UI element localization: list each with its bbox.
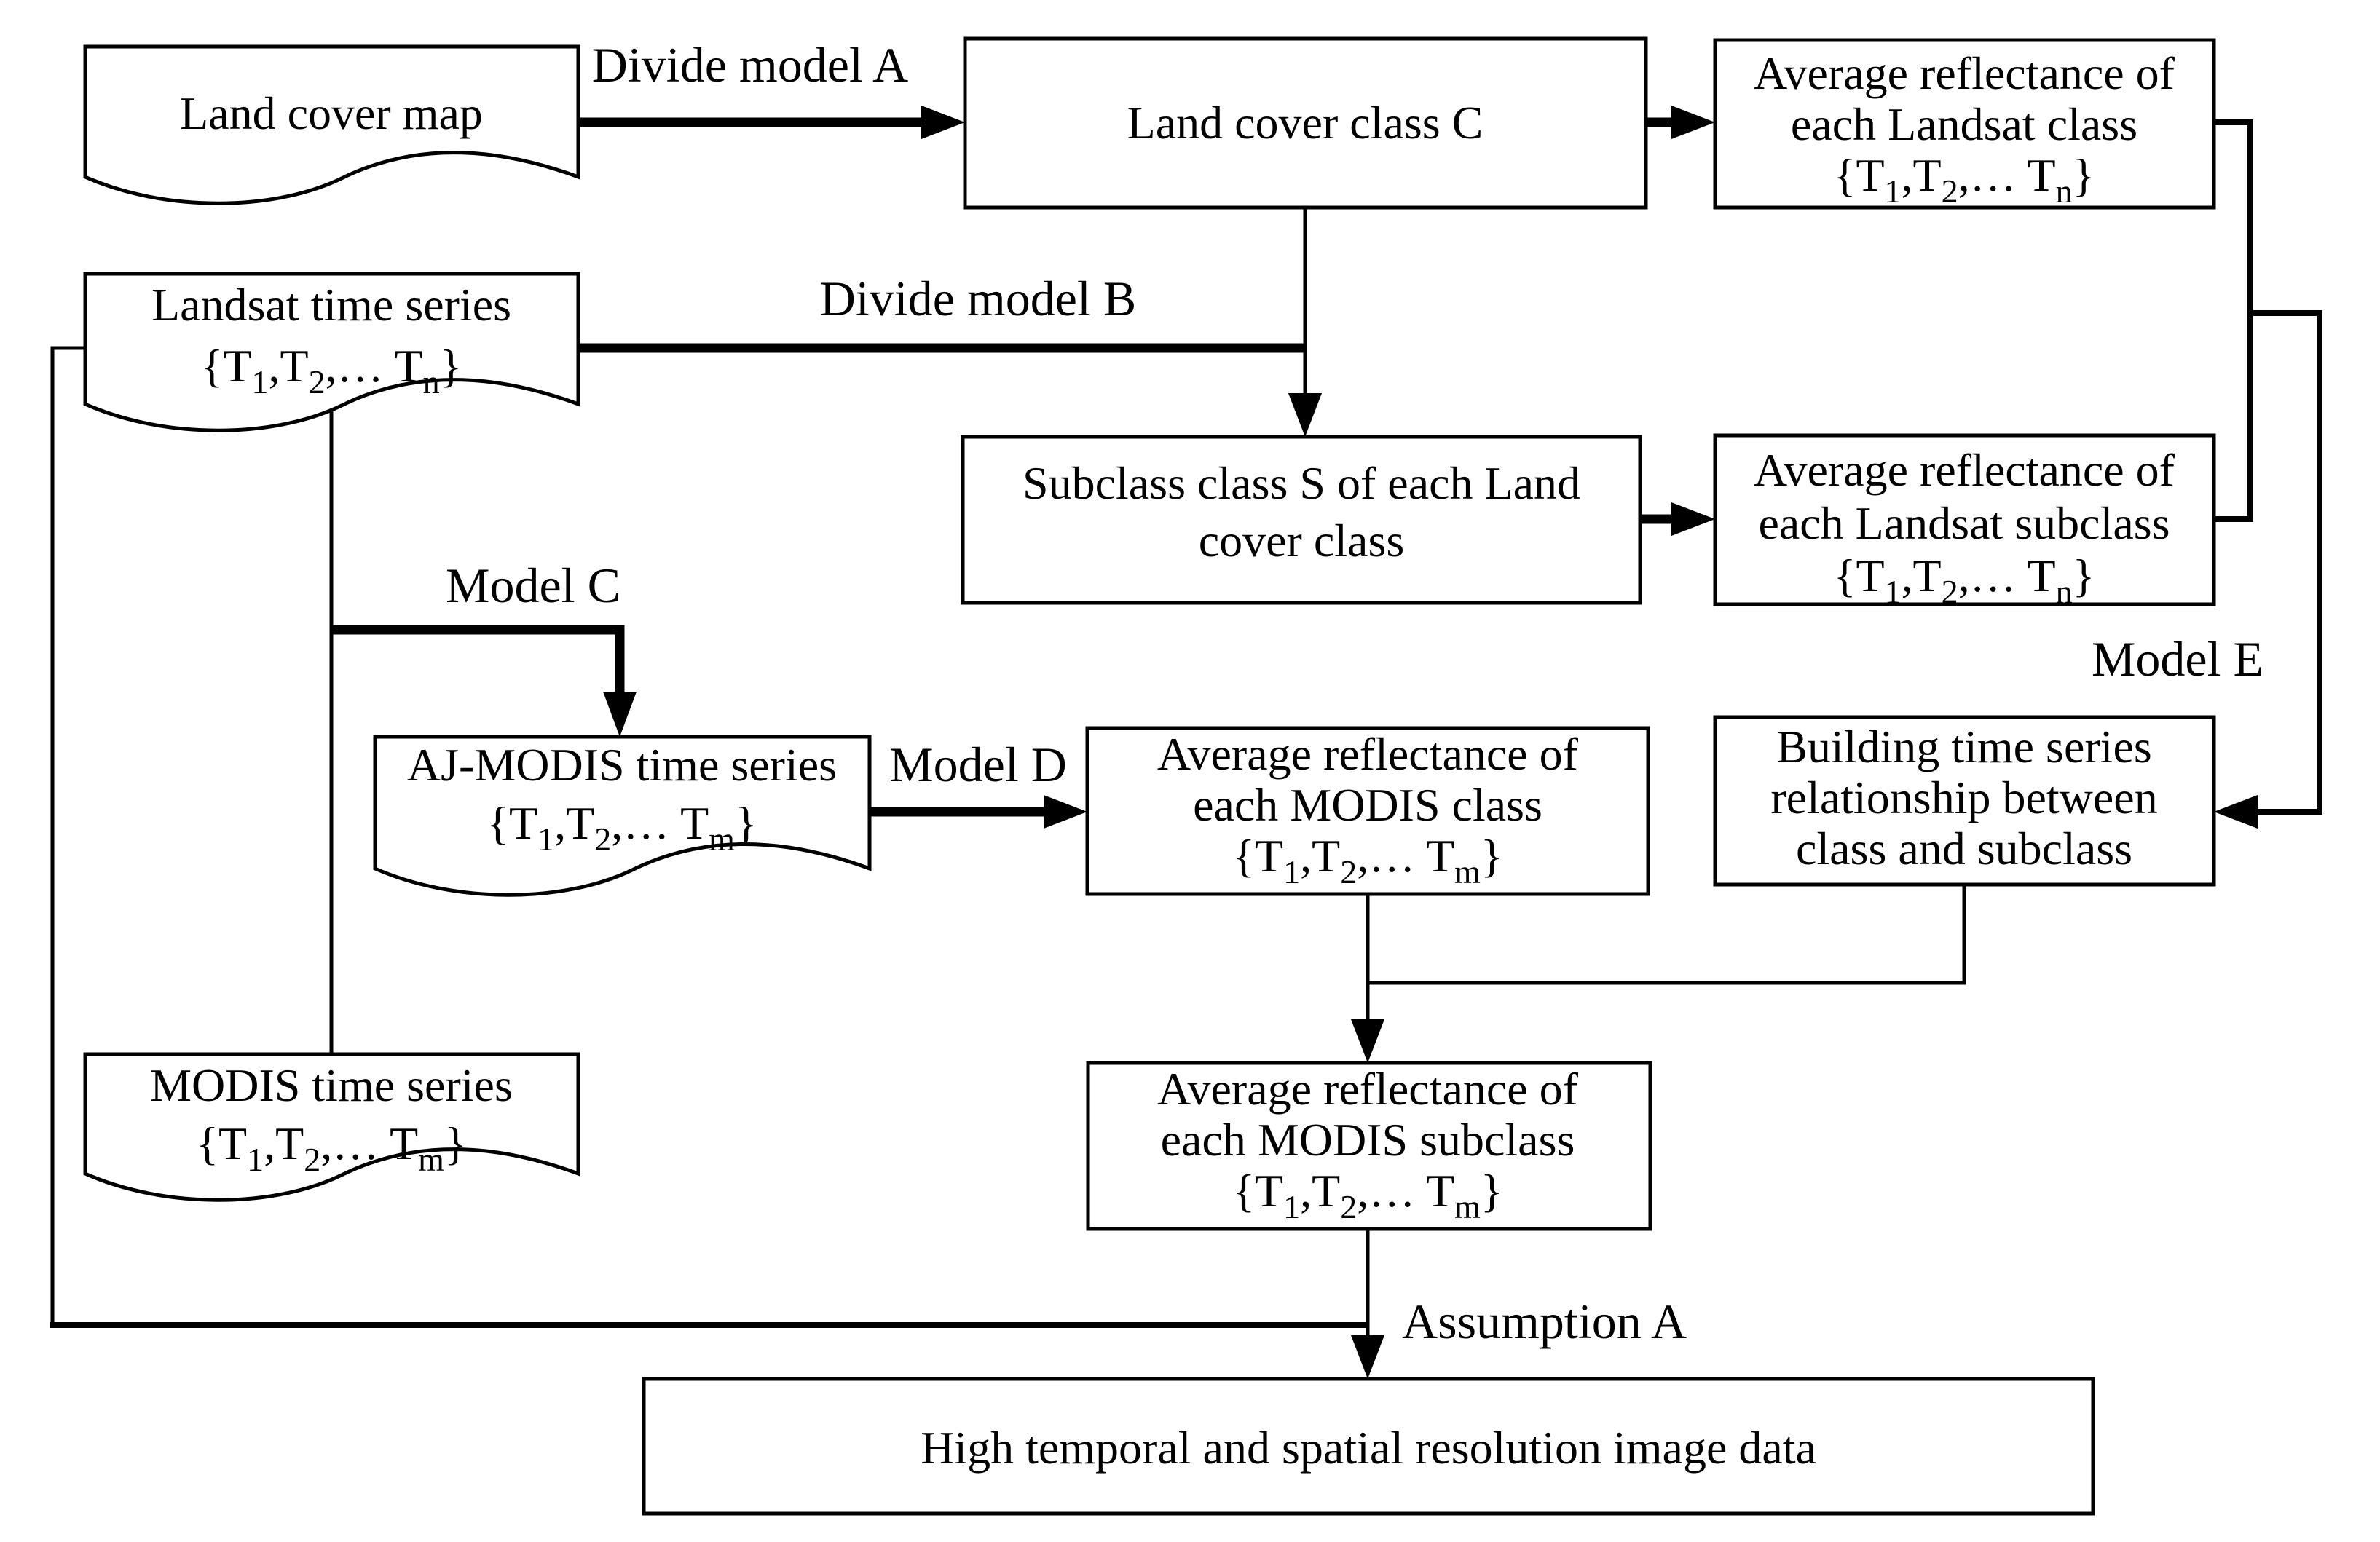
node-label: Average reflectance of bbox=[1754, 47, 2175, 99]
node-label: Land cover class C bbox=[1127, 97, 1483, 149]
node-label: High temporal and spatial resolution ima… bbox=[921, 1422, 1816, 1474]
edge-building-merge-line bbox=[1368, 885, 1966, 985]
node-subclass-s: Subclass class S of each Land cover clas… bbox=[961, 435, 1642, 605]
label-model-c: Model C bbox=[446, 558, 620, 613]
document-shape bbox=[83, 1052, 580, 1202]
arrow-right-icon bbox=[921, 106, 965, 139]
node-label: relationship between bbox=[1770, 772, 2157, 823]
node-label: each MODIS class bbox=[1193, 779, 1542, 831]
edge-right-bracket-line bbox=[2214, 119, 2253, 522]
label-divide-model-a: Divide model A bbox=[592, 37, 908, 92]
edge-labels: Divide model A Divide model B Model C Mo… bbox=[446, 37, 2263, 1349]
node-building-relationship: Building time series relationship betwee… bbox=[1713, 715, 2216, 887]
node-series-m: {T1,T2,… Tm} bbox=[1232, 1165, 1502, 1225]
node-high-resolution-output: High temporal and spatial resolution ima… bbox=[642, 1377, 2095, 1516]
node-avg-landsat-subclass: Average reflectance of each Landsat subc… bbox=[1713, 433, 2216, 610]
node-label: cover class bbox=[1199, 515, 1405, 566]
node-series-m: {T1,T2,… Tm} bbox=[1232, 830, 1502, 890]
node-series-n: {T1,T2,… Tn} bbox=[201, 340, 462, 400]
arrow-down-icon bbox=[603, 692, 637, 737]
node-label: Average reflectance of bbox=[1157, 1063, 1579, 1115]
process-shape bbox=[1086, 1061, 1652, 1231]
node-series-n: {T1,T2,… Tn} bbox=[1834, 149, 2095, 210]
label-model-d: Model D bbox=[889, 737, 1067, 792]
node-label: Average reflectance of bbox=[1754, 444, 2175, 496]
arrow-down-icon bbox=[1351, 1335, 1384, 1379]
process-shape bbox=[642, 1377, 2095, 1516]
node-label: AJ-MODIS time series bbox=[407, 739, 837, 791]
node-label: each Landsat subclass bbox=[1758, 497, 2170, 549]
node-avg-modis-subclass: Average reflectance of each MODIS subcla… bbox=[1086, 1061, 1652, 1231]
process-shape bbox=[1085, 726, 1650, 896]
node-label: Land cover map bbox=[180, 87, 483, 139]
arrow-down-icon bbox=[1288, 393, 1322, 437]
arrow-right-icon bbox=[1671, 502, 1715, 536]
node-label: Average reflectance of bbox=[1157, 728, 1579, 780]
node-avg-landsat-class: Average reflectance of each Landsat clas… bbox=[1713, 38, 2216, 210]
node-series-m: {T1,T2,… Tm} bbox=[486, 797, 757, 858]
process-shape bbox=[963, 36, 1648, 210]
edge-model-e-line bbox=[2250, 310, 2322, 815]
process-shape bbox=[1713, 433, 2216, 606]
node-aj-modis-time-series: AJ-MODIS time series {T1,T2,… Tm} bbox=[373, 735, 872, 897]
edge-left-route-line bbox=[50, 346, 85, 1325]
node-land-cover-map: Land cover map bbox=[83, 44, 580, 205]
arrow-right-icon bbox=[1671, 106, 1715, 139]
document-shape bbox=[83, 44, 580, 205]
node-label: Building time series bbox=[1776, 721, 2152, 772]
node-label: Landsat time series bbox=[151, 279, 511, 331]
arrow-left-icon bbox=[2214, 795, 2258, 829]
process-shape bbox=[1713, 715, 2216, 887]
node-label: Subclass class S of each Land bbox=[1022, 457, 1580, 509]
label-divide-model-b: Divide model B bbox=[820, 271, 1136, 326]
process-shape bbox=[961, 435, 1642, 605]
node-landsat-time-series: Landsat time series {T1,T2,… Tn} bbox=[83, 272, 580, 432]
arrow-right-icon bbox=[1044, 795, 1087, 829]
node-label: MODIS time series bbox=[150, 1059, 513, 1111]
node-land-cover-class-c: Land cover class C bbox=[963, 36, 1648, 210]
node-avg-modis-class: Average reflectance of each MODIS class … bbox=[1085, 726, 1650, 896]
document-shape bbox=[373, 735, 872, 897]
node-modis-time-series: MODIS time series {T1,T2,… Tm} bbox=[83, 1052, 580, 1202]
label-model-e: Model E bbox=[2092, 631, 2263, 687]
arrow-down-icon bbox=[1351, 1019, 1384, 1063]
node-label: class and subclass bbox=[1796, 823, 2132, 874]
node-series-n: {T1,T2,… Tn} bbox=[1834, 550, 2095, 610]
process-shape bbox=[1713, 38, 2216, 210]
connectors bbox=[50, 106, 2322, 1379]
document-shape bbox=[83, 272, 580, 432]
node-label: each Landsat class bbox=[1791, 98, 2137, 150]
node-series-m: {T1,T2,… Tm} bbox=[196, 1118, 466, 1178]
edge-model-c-line bbox=[331, 625, 625, 695]
node-label: each MODIS subclass bbox=[1161, 1114, 1575, 1166]
label-assumption-a: Assumption A bbox=[1402, 1294, 1687, 1349]
